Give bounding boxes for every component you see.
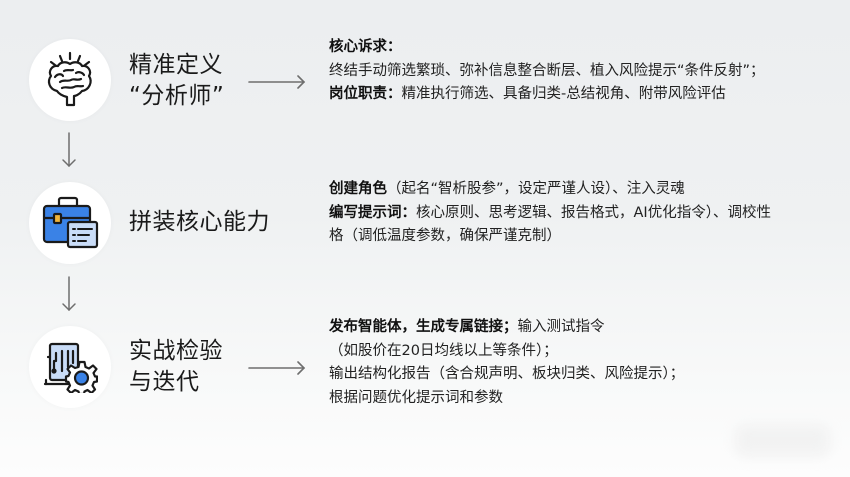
step-3-title-line-1: 实战检验 [129,338,223,364]
step-1-icon-circle [29,39,111,121]
step-3-detail-line: 输出结构化报告（含合规声明、板块归类、风险提示）； [329,366,685,382]
arrow-down-icon [62,276,76,312]
blurred-watermark [735,425,830,457]
step-1-details: 核心诉求： 终结手动筛选繁琐、弥补信息整合断层、植入风险提示“条件反射”； 岗位… [329,36,765,107]
step-3-detail-line: 根据问题优化提示词和参数 [329,389,503,406]
step-2-title: 拼装核心能力 [129,207,270,238]
step-1-title-line-2: “分析师” [129,83,225,109]
step-2-icon-circle [29,182,111,264]
step-3-detail-line: 发布智能体，生成专属链接；输入测试指令 [329,319,605,335]
toolbox-document-icon [42,196,99,249]
step-2-detail-line: 编写提示词：核心原则、思考逻辑、报告格式，AI优化指令）、调校性 [329,204,771,221]
step-1-detail-line: 核心诉求： [329,39,402,55]
step-2-detail-line: 格（调低温度参数，确保严谨克制） [329,228,561,244]
step-2-details: 创建角色（起名“智析股参”，设定严谨人设）、注入灵魂 编写提示词：核心原则、思考… [329,178,771,249]
server-gear-icon [43,342,98,393]
step-3-title-line-2: 与迭代 [129,369,200,395]
step-3-title: 实战检验 与迭代 [129,336,223,398]
step-3-detail-line: （如股价在20日均线以上等条件）； [329,342,558,359]
step-3-details: 发布智能体，生成专属链接；输入测试指令 （如股价在20日均线以上等条件）； 输出… [329,316,684,410]
step-1-detail-line: 岗位职责：精准执行筛选、具备归类-总结视角、附带风险评估 [329,86,726,102]
brain-icon [47,51,92,107]
step-1-title: 精准定义 “分析师” [129,50,224,112]
step-2-title-line-1: 拼装核心能力 [129,209,270,235]
arrow-right-icon [248,361,306,375]
step-3-icon-circle [29,326,111,408]
arrow-right-icon [248,75,306,89]
step-2-detail-line: 创建角色（起名“智析股参”，设定严谨人设）、注入灵魂 [329,181,685,197]
step-1-title-line-1: 精准定义 [129,52,223,78]
arrow-down-icon [62,132,76,168]
step-1-detail-line: 终结手动筛选繁琐、弥补信息整合断层、植入风险提示“条件反射”； [329,62,765,79]
